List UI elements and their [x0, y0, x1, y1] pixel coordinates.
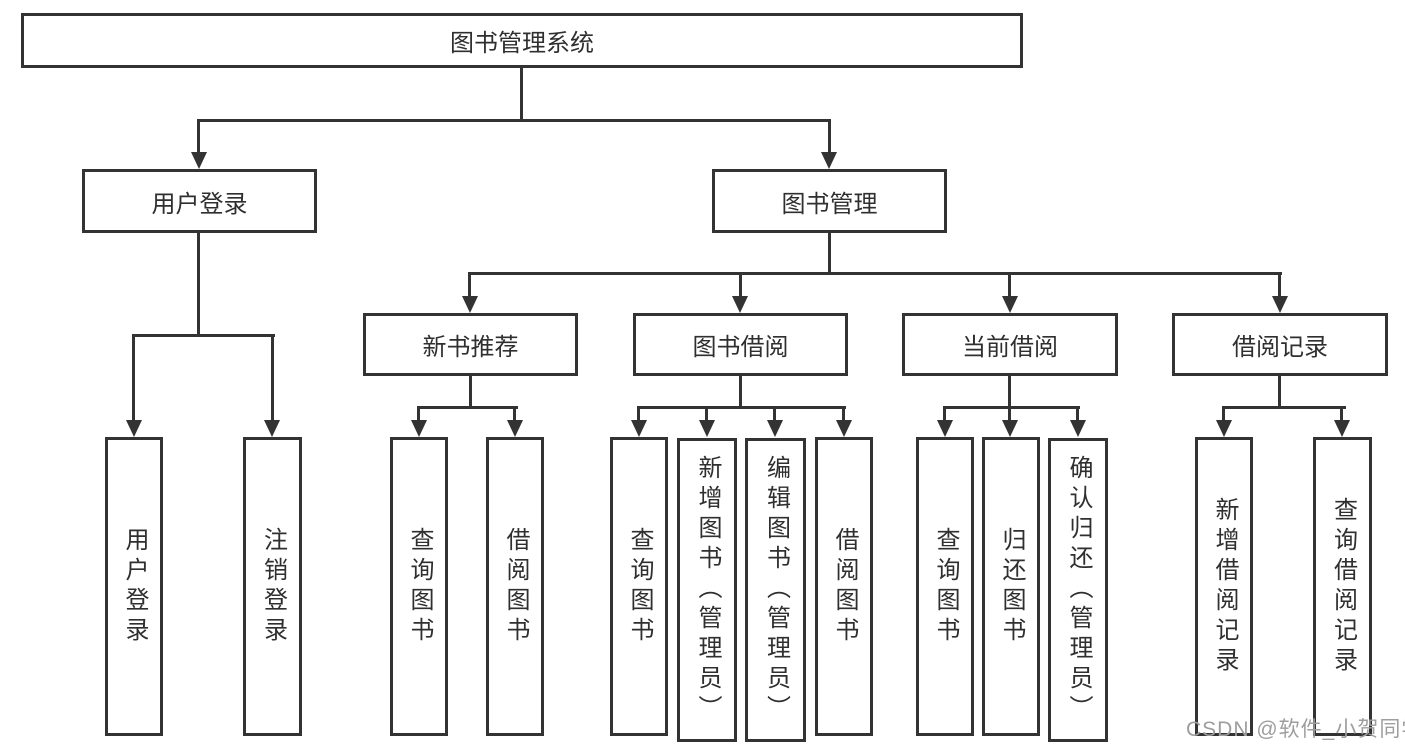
connector-line	[1278, 272, 1281, 298]
node-borrowing-records-label: 借阅记录	[1232, 334, 1328, 361]
arrow-down-icon	[1272, 296, 1288, 313]
node-current-borrowing: 当前借阅	[902, 313, 1118, 376]
node-book-management-label: 图书管理	[781, 190, 878, 218]
arrow-down-icon	[631, 420, 647, 437]
connector-line	[637, 406, 640, 421]
leaf-query-borrow-record: 查询借阅记录	[1313, 437, 1372, 736]
arrow-down-icon	[1002, 420, 1018, 437]
node-current-borrowing-label: 当前借阅	[962, 334, 1058, 361]
arrow-down-icon	[1334, 420, 1350, 437]
leaf-logout: 注销登录	[243, 437, 302, 736]
leaf-query-books-borrowing-label: 查询图书	[626, 526, 653, 647]
leaf-query-borrow-record-label: 查询借阅记录	[1329, 496, 1357, 677]
leaf-borrow-books-recommend: 借阅图书	[486, 437, 544, 736]
leaf-return-books-label: 归还图书	[998, 526, 1025, 647]
arrow-down-icon	[507, 420, 523, 437]
leaf-query-books-recommend-label: 查询图书	[406, 526, 433, 647]
connector-line	[469, 374, 472, 409]
leaf-add-borrow-record: 新增借阅记录	[1195, 437, 1253, 736]
leaf-logout-label: 注销登录	[259, 526, 287, 647]
node-user-login: 用户登录	[82, 169, 317, 233]
connector-line	[842, 406, 845, 421]
connector-line	[513, 406, 516, 421]
node-book-management: 图书管理	[712, 169, 947, 233]
leaf-borrow-books-recommend-label: 借阅图书	[502, 526, 529, 647]
arrow-down-icon	[836, 420, 852, 437]
node-new-book-recommend-label: 新书推荐	[422, 334, 519, 361]
connector-line	[739, 272, 742, 298]
leaf-query-books-recommend: 查询图书	[390, 437, 448, 736]
node-library-management-system: 图书管理系统	[21, 13, 1023, 68]
leaf-query-books-current-label: 查询图书	[932, 526, 959, 647]
connector-line	[705, 406, 708, 421]
leaf-query-books-current: 查询图书	[916, 437, 974, 736]
node-user-login-label: 用户登录	[151, 190, 248, 218]
leaf-add-books-admin-label: 新增图书（管理员）	[694, 455, 721, 725]
leaf-query-books-borrowing: 查询图书	[610, 437, 668, 736]
connector-line	[739, 374, 742, 409]
node-borrowing-records: 借阅记录	[1172, 313, 1388, 376]
node-book-borrowing-label: 图书借阅	[692, 334, 789, 361]
node-new-book-recommend: 新书推荐	[363, 313, 578, 376]
connector-line	[468, 272, 471, 298]
connector-line	[1222, 406, 1346, 409]
connector-line	[417, 406, 518, 409]
connector-line	[1222, 406, 1225, 421]
connector-line	[773, 406, 776, 421]
connector-line	[132, 334, 135, 422]
leaf-confirm-return-admin-label: 确认归还（管理员）	[1065, 455, 1092, 725]
node-library-management-system-label: 图书管理系统	[450, 30, 594, 57]
connector-line	[1278, 374, 1281, 409]
connector-line	[828, 231, 831, 275]
connector-line	[1076, 406, 1079, 421]
arrow-down-icon	[732, 296, 748, 313]
arrow-down-icon	[1216, 420, 1232, 437]
leaf-borrow-books-borrowing: 借阅图书	[815, 437, 873, 736]
leaf-add-books-admin: 新增图书（管理员）	[677, 438, 737, 742]
connector-line	[1008, 374, 1011, 409]
connector-line	[637, 406, 846, 409]
connector-line	[197, 119, 200, 155]
arrow-down-icon	[937, 420, 953, 437]
csdn-watermark: CSDN @软件_小贺同学	[1186, 718, 1405, 741]
leaf-borrow-books-borrowing-label: 借阅图书	[831, 526, 858, 647]
connector-line	[417, 406, 420, 421]
connector-line	[1340, 406, 1343, 421]
arrow-down-icon	[191, 152, 207, 169]
leaf-edit-books-admin-label: 编辑图书（管理员）	[762, 455, 790, 725]
connector-line	[132, 334, 275, 337]
connector-line	[943, 406, 946, 421]
arrow-down-icon	[699, 420, 715, 437]
node-book-borrowing: 图书借阅	[633, 313, 848, 376]
leaf-user-login-label: 用户登录	[121, 526, 148, 647]
connector-line	[1008, 406, 1011, 421]
connector-line	[943, 406, 1080, 409]
connector-line	[468, 272, 1282, 275]
arrow-down-icon	[1002, 296, 1018, 313]
leaf-return-books: 归还图书	[982, 437, 1040, 736]
leaf-edit-books-admin: 编辑图书（管理员）	[745, 438, 806, 742]
connector-line	[1008, 272, 1011, 298]
arrow-down-icon	[821, 152, 837, 169]
connector-line	[197, 231, 200, 337]
leaf-add-borrow-record-label: 新增借阅记录	[1211, 496, 1238, 677]
arrow-down-icon	[126, 420, 142, 437]
arrow-down-icon	[462, 296, 478, 313]
connector-line	[520, 66, 523, 122]
arrow-down-icon	[767, 420, 783, 437]
arrow-down-icon	[1070, 420, 1086, 437]
leaf-user-login: 用户登录	[105, 437, 163, 736]
arrow-down-icon	[411, 420, 427, 437]
connector-line	[828, 119, 831, 155]
leaf-confirm-return-admin: 确认归还（管理员）	[1048, 438, 1108, 742]
connector-line	[197, 119, 831, 122]
arrow-down-icon	[264, 420, 280, 437]
connector-line	[271, 334, 274, 422]
